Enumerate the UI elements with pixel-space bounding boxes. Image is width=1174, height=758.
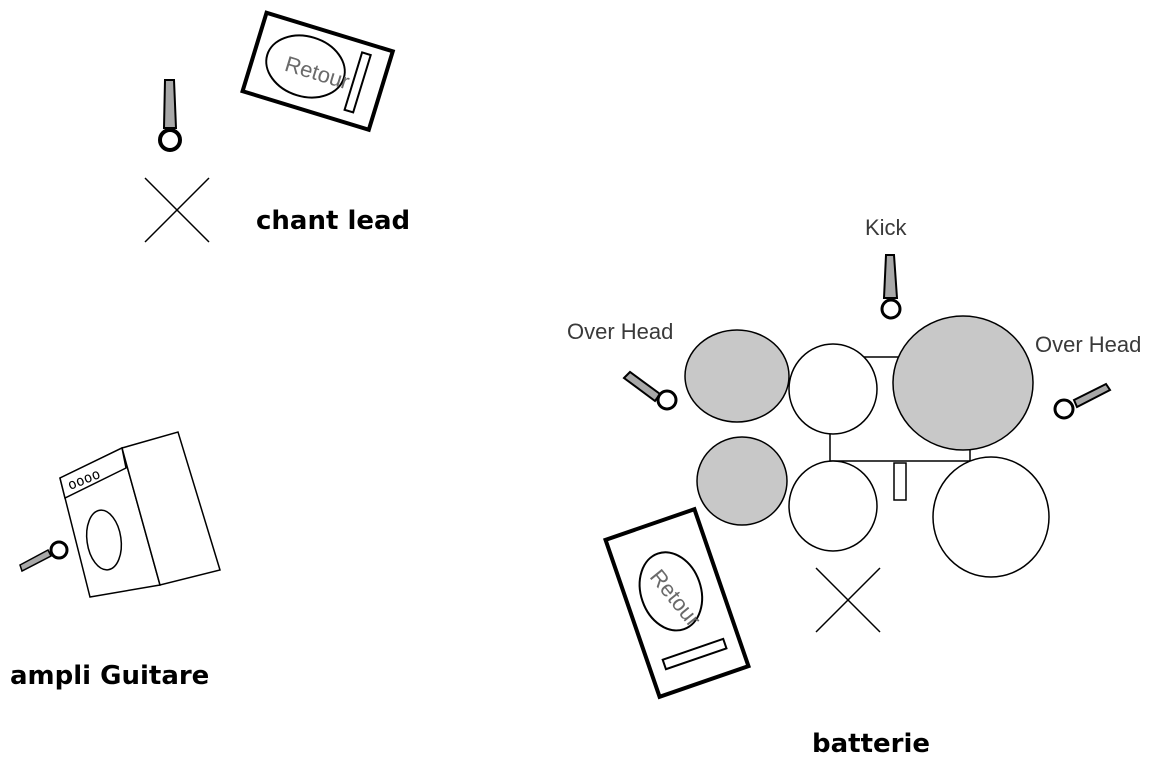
cymbal-right — [892, 315, 1034, 451]
drum-kit-icon — [684, 315, 1050, 578]
position-marker-icon — [815, 567, 881, 633]
monitor-wedge-icon: Retour — [240, 10, 396, 133]
overhead-left-label: Over Head — [567, 319, 673, 344]
overhead-right-label: Over Head — [1035, 332, 1141, 357]
microphone-icon — [19, 540, 69, 573]
microphone-icon — [1053, 382, 1112, 420]
microphone-icon — [158, 79, 182, 152]
ampli-guitare-label: ampli Guitare — [10, 661, 209, 691]
tom-1 — [788, 343, 878, 435]
position-marker-icon — [144, 177, 210, 243]
guitar-amp-icon: oooo — [59, 431, 221, 598]
microphone-icon — [880, 254, 902, 320]
chant-lead-label: chant lead — [256, 206, 410, 236]
monitor-wedge-icon: Retour — [602, 506, 752, 700]
microphone-icon — [622, 370, 678, 411]
floor-tom — [932, 456, 1050, 578]
hihat — [696, 436, 788, 526]
kick-label: Kick — [865, 215, 908, 240]
batterie-label: batterie — [812, 729, 930, 758]
cymbal-left — [684, 329, 790, 423]
snare — [788, 460, 878, 552]
